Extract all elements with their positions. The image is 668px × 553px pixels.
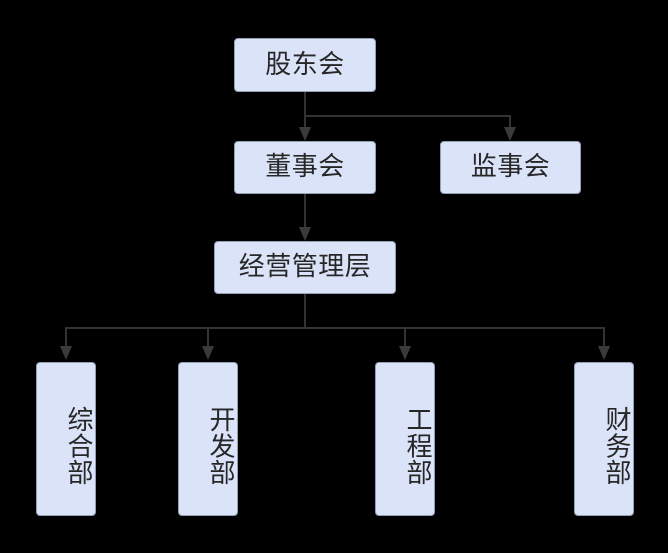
node-board-of-supervisors[interactable]: 监事会 [440, 141, 581, 194]
node-general-affairs-dept[interactable]: 综合部 [36, 362, 96, 516]
node-development-dept[interactable]: 开发部 [178, 362, 238, 516]
connector-shareholders-bar [304, 115, 511, 117]
connector-directors-to-management [304, 193, 306, 228]
node-finance-dept[interactable]: 财务部 [574, 362, 634, 516]
arrowhead-to-development-dept [202, 346, 214, 360]
connector-departments-bar [65, 327, 604, 329]
node-board-of-directors-label: 董事会 [265, 152, 345, 183]
node-management-label: 经营管理层 [238, 252, 372, 283]
arrowhead-to-board-of-directors [299, 127, 311, 141]
connector-drop-finance [603, 327, 605, 347]
connector-shareholders-to-supervisors-drop [509, 115, 511, 128]
arrowhead-to-engineering-dept [399, 346, 411, 360]
node-engineering-dept-label: 工程部 [402, 406, 432, 486]
arrowhead-to-finance-dept [598, 346, 610, 360]
node-engineering-dept[interactable]: 工程部 [375, 362, 435, 516]
node-board-of-supervisors-label: 监事会 [470, 152, 551, 183]
connector-drop-general-affairs [65, 327, 67, 347]
arrowhead-to-general-affairs-dept [60, 346, 72, 360]
connector-management-stem [304, 293, 306, 329]
connector-drop-development [207, 327, 209, 347]
arrowhead-to-management [299, 227, 311, 241]
node-general-affairs-dept-label: 综合部 [63, 406, 93, 486]
connector-shareholders-to-directors-drop [304, 115, 306, 128]
node-shareholders[interactable]: 股东会 [234, 38, 376, 92]
node-finance-dept-label: 财务部 [601, 406, 631, 486]
connector-drop-engineering [404, 327, 406, 347]
connector-shareholders-stem [304, 92, 306, 116]
node-development-dept-label: 开发部 [205, 406, 235, 486]
node-management[interactable]: 经营管理层 [214, 241, 396, 294]
node-shareholders-label: 股东会 [265, 49, 345, 80]
node-board-of-directors[interactable]: 董事会 [234, 141, 376, 194]
arrowhead-to-board-of-supervisors [504, 127, 516, 141]
